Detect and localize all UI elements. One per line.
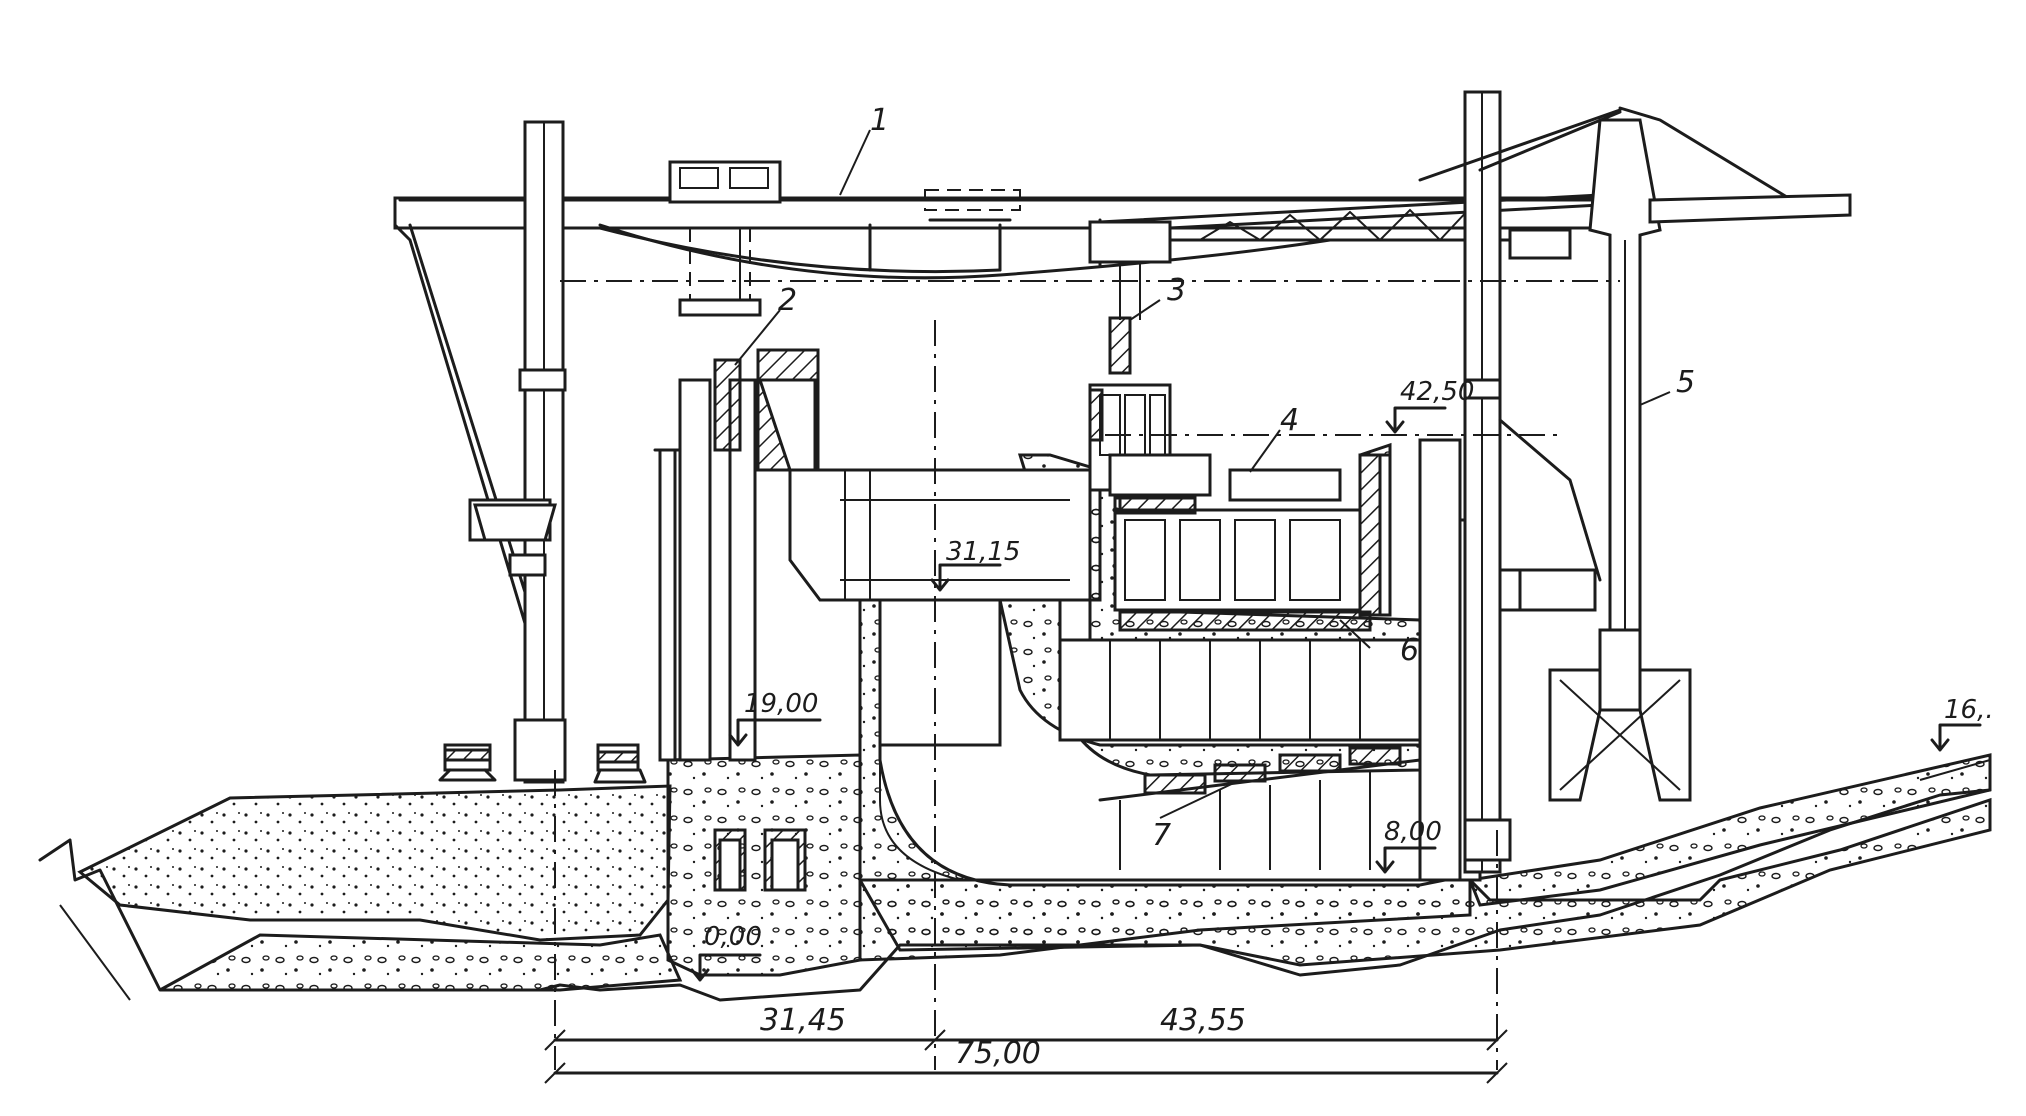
gate-leaf-3 <box>1108 316 1132 375</box>
callout-4: 4 <box>1280 403 1299 438</box>
tailwater-slope-slab <box>1467 753 1992 907</box>
callout-6: 6 <box>1400 633 1419 668</box>
elevation-turbine-axis: 31,15 <box>946 537 1020 567</box>
dimension-upstream: 31,45 <box>760 1003 846 1038</box>
generator-units <box>1088 383 1392 617</box>
turbine-pit <box>878 598 1002 747</box>
dimension-lines <box>544 1029 1508 1084</box>
upstream-foundation-slab <box>159 933 683 992</box>
dimension-downstream: 43,55 <box>1160 1003 1246 1038</box>
deck-winches <box>438 743 647 784</box>
intake-pier-mid <box>678 378 712 762</box>
elevation-crane-rail: 42,50 <box>1400 377 1474 407</box>
callout-1: 1 <box>870 103 889 138</box>
elevation-inlet-deck: 19,00 <box>744 689 818 719</box>
intake-wall <box>757 378 817 472</box>
downstream-wall-a <box>1418 438 1462 882</box>
elevation-foundation-zero: 0,00 <box>704 922 762 952</box>
intake-galleries <box>713 828 807 892</box>
callout-5: 5 <box>1676 365 1695 400</box>
upstream-gantry-leg <box>468 120 567 784</box>
upstream-platform <box>473 503 557 542</box>
intake-gate-hoist <box>713 358 742 452</box>
generator-floor-slab <box>1118 610 1372 632</box>
elevation-draft-outlet: 8,00 <box>1384 817 1442 847</box>
downstream-gantry-leg <box>1463 90 1602 874</box>
downstream-foundation <box>857 797 1992 967</box>
callout-leaders <box>734 129 1671 819</box>
intake-pier-left <box>658 448 677 762</box>
dimension-total: 75,00 <box>955 1036 1041 1071</box>
callout-3: 3 <box>1167 273 1186 308</box>
elevation-tailwater-bank: 16,. <box>1944 695 1994 725</box>
gantry-crane <box>393 160 1612 642</box>
callout-2: 2 <box>778 283 797 318</box>
draft-tube-cone <box>879 745 1000 881</box>
portal-crane <box>1418 106 1852 802</box>
elevation-markers <box>690 406 1982 982</box>
turbine-gallery <box>1058 638 1422 742</box>
callout-7: 7 <box>1152 818 1171 853</box>
upstream-earth-fill <box>77 784 672 942</box>
